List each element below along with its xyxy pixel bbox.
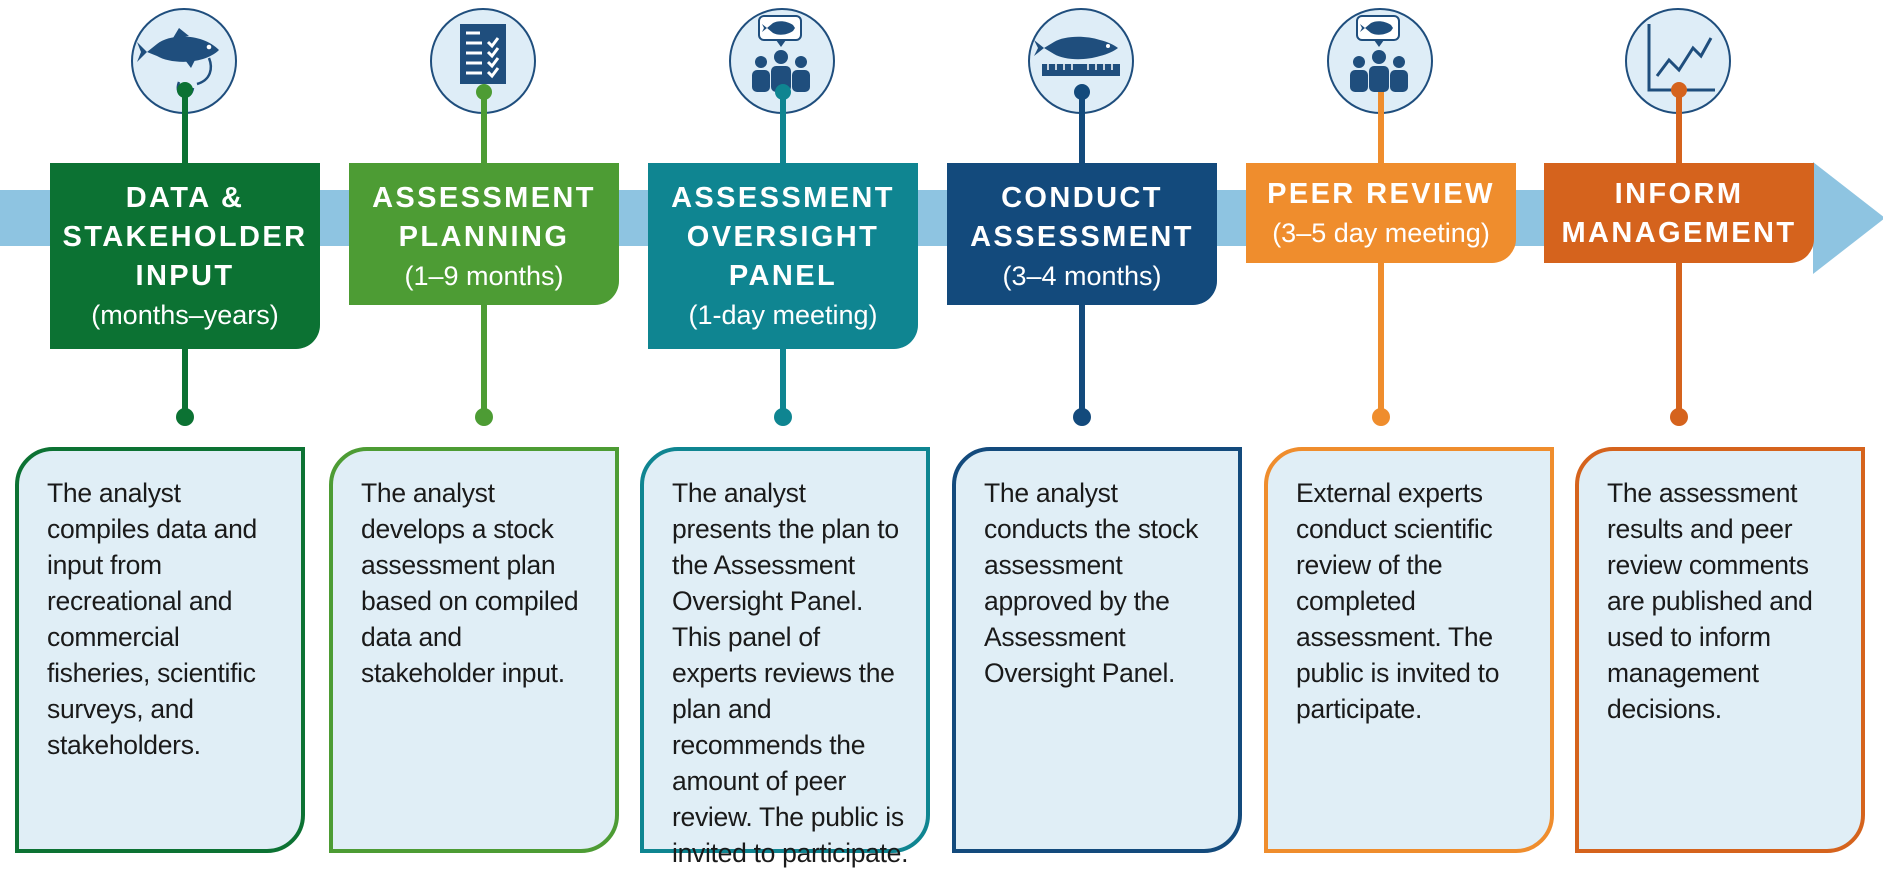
stage-assessment-planning: ASSESSMENT PLANNING (1–9 months) The ana… xyxy=(329,0,649,854)
fish-ruler-icon xyxy=(1028,8,1134,114)
stage-subtitle: (1–9 months) xyxy=(404,261,564,291)
connector-line xyxy=(1676,92,1682,164)
stage-description: The analyst presents the plan to the Ass… xyxy=(672,478,909,868)
connector-dot xyxy=(1372,408,1390,426)
stage-description-box: The assessment results and peer review c… xyxy=(1575,447,1865,853)
connector-line xyxy=(780,92,786,164)
stage-inform-management: INFORM MANAGEMENT The assessment results… xyxy=(1544,0,1865,854)
stage-description: The assessment results and peer review c… xyxy=(1607,478,1813,724)
stage-description: The analyst compiles data and input from… xyxy=(47,478,257,760)
connector-dot xyxy=(176,408,194,426)
timeline-band xyxy=(0,190,55,246)
stage-description-box: The analyst develops a stock assessment … xyxy=(329,447,619,853)
connector-dot xyxy=(1670,408,1688,426)
connector-dot xyxy=(1671,82,1687,98)
connector-line xyxy=(182,92,188,164)
stage-data-stakeholder-input: DATA & STAKEHOLDER INPUT (months–years) … xyxy=(15,0,350,854)
stage-description: The analyst conducts the stock assessmen… xyxy=(984,478,1199,688)
connector-line xyxy=(1378,263,1384,419)
stage-title: CONDUCT ASSESSMENT xyxy=(970,182,1194,253)
stage-subtitle: (3–4 months) xyxy=(1002,261,1162,291)
stage-description: External experts conduct scientific revi… xyxy=(1296,478,1500,724)
stage-subtitle: (3–5 day meeting) xyxy=(1272,218,1490,248)
connector-line xyxy=(1676,263,1682,419)
stage-header: ASSESSMENT OVERSIGHT PANEL (1-day meetin… xyxy=(648,163,918,349)
stage-conduct-assessment: CONDUCT ASSESSMENT (3–4 months) The anal… xyxy=(947,0,1247,854)
stage-subtitle: (months–years) xyxy=(91,300,279,330)
connector-line xyxy=(182,349,188,419)
connector-line xyxy=(1378,92,1384,164)
stage-header: ASSESSMENT PLANNING (1–9 months) xyxy=(349,163,619,305)
timeline-band xyxy=(1212,190,1247,246)
stage-description: The analyst develops a stock assessment … xyxy=(361,478,579,688)
stage-header: DATA & STAKEHOLDER INPUT (months–years) xyxy=(50,163,320,349)
timeline-band xyxy=(914,190,949,246)
connector-dot xyxy=(775,84,791,100)
connector-dot xyxy=(774,408,792,426)
connector-line xyxy=(780,349,786,419)
stage-description-box: The analyst compiles data and input from… xyxy=(15,447,305,853)
stage-title: INFORM MANAGEMENT xyxy=(1561,178,1797,249)
connector-line xyxy=(481,305,487,419)
timeline-arrow-icon xyxy=(1813,162,1883,274)
stage-title: ASSESSMENT PLANNING xyxy=(372,182,596,253)
timeline-band xyxy=(318,190,353,246)
stage-title: ASSESSMENT OVERSIGHT PANEL xyxy=(671,182,895,292)
connector-line xyxy=(481,92,487,164)
stage-header: INFORM MANAGEMENT xyxy=(1544,163,1814,263)
connector-dot xyxy=(476,84,492,100)
stage-description-box: The analyst presents the plan to the Ass… xyxy=(640,447,930,868)
timeline-band xyxy=(616,190,651,246)
stage-header: CONDUCT ASSESSMENT (3–4 months) xyxy=(947,163,1217,305)
stage-description-box: External experts conduct scientific revi… xyxy=(1264,447,1554,853)
connector-dot xyxy=(1074,84,1090,100)
stage-title: PEER REVIEW xyxy=(1267,178,1495,210)
stage-title: DATA & STAKEHOLDER INPUT xyxy=(62,182,308,292)
connector-line xyxy=(1079,92,1085,164)
connector-line xyxy=(1079,305,1085,419)
connector-dot xyxy=(177,82,193,98)
stage-peer-review: PEER REVIEW (3–5 day meeting) External e… xyxy=(1246,0,1554,854)
connector-dot xyxy=(475,408,493,426)
stage-subtitle: (1-day meeting) xyxy=(688,300,878,330)
stage-assessment-oversight-panel: ASSESSMENT OVERSIGHT PANEL (1-day meetin… xyxy=(640,0,948,868)
stage-header: PEER REVIEW (3–5 day meeting) xyxy=(1246,163,1516,263)
connector-dot xyxy=(1073,408,1091,426)
stage-description-box: The analyst conducts the stock assessmen… xyxy=(952,447,1242,853)
